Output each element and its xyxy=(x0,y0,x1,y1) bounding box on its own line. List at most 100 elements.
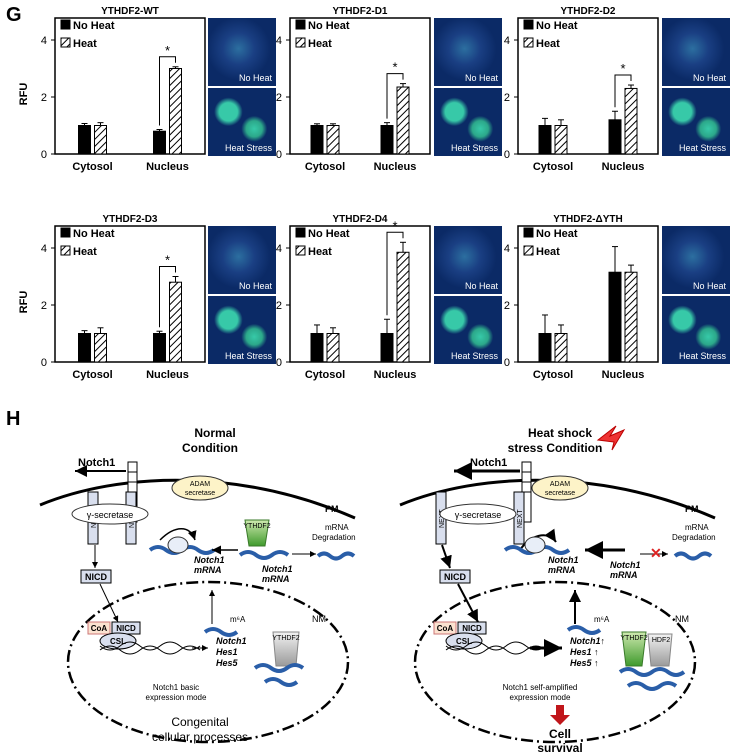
image-caption: No Heat xyxy=(464,281,498,291)
microscopy-heat-stress-2: Heat Stress xyxy=(434,88,502,156)
left-outcome-line2: cellular processes xyxy=(152,730,248,744)
image-caption: No Heat xyxy=(238,281,272,291)
left-title-line1: Normal xyxy=(194,426,235,440)
svg-text:NM: NM xyxy=(312,614,326,624)
legend-label: Heat xyxy=(73,246,97,258)
image-caption: No Heat xyxy=(692,281,726,291)
chart-frame xyxy=(289,225,431,363)
category-label: Cytosol xyxy=(305,369,345,381)
bar-no-heat-cytosol xyxy=(538,125,552,155)
legend-label: No Heat xyxy=(308,228,350,240)
y-tick-label: 0 xyxy=(41,357,47,369)
bar-no-heat-cytosol xyxy=(538,333,552,363)
bar-no-heat-nucleus xyxy=(380,333,394,363)
nuclear-membrane-right xyxy=(413,580,697,744)
legend-label: No Heat xyxy=(73,20,115,32)
microscopy-no-heat-1: No Heat xyxy=(208,18,276,86)
chart-title: YTHDF2-D2 xyxy=(560,6,615,17)
image-caption: No Heat xyxy=(238,73,272,83)
y-tick-label: 0 xyxy=(504,149,510,161)
svg-text:CSL: CSL xyxy=(456,637,472,646)
y-axis-label: RFU xyxy=(18,83,30,106)
svg-text:CSL: CSL xyxy=(110,637,126,646)
bar-heat-cytosol xyxy=(326,333,340,363)
svg-text:YTHDF2: YTHDF2 xyxy=(272,635,299,642)
image-caption: Heat Stress xyxy=(450,351,498,361)
bar-heat-nucleus xyxy=(624,271,638,363)
svg-text:NICD: NICD xyxy=(85,572,107,582)
notch1-label-left: Notch1 xyxy=(78,457,115,469)
down-arrow-icon xyxy=(550,705,570,725)
svg-text:mRNA: mRNA xyxy=(194,565,222,575)
panel-label-g: G xyxy=(6,4,22,26)
svg-text:CoA: CoA xyxy=(91,624,108,633)
svg-text:survival: survival xyxy=(537,741,582,755)
legend-label: No Heat xyxy=(536,20,578,32)
svg-text:NM: NM xyxy=(675,614,689,624)
bar-heat-cytosol xyxy=(94,125,107,155)
category-label: Nucleus xyxy=(602,369,645,381)
svg-text:Cell: Cell xyxy=(549,727,571,741)
significance-bracket xyxy=(386,73,404,119)
y-tick-label: 2 xyxy=(276,300,282,312)
y-tick-label: 2 xyxy=(504,300,510,312)
y-tick-label: 4 xyxy=(41,243,47,255)
image-caption: No Heat xyxy=(464,73,498,83)
svg-text:Notch1: Notch1 xyxy=(262,564,293,574)
svg-text:Hes5: Hes5 xyxy=(216,658,239,668)
bar-no-heat-nucleus xyxy=(608,271,622,363)
legend-label: Heat xyxy=(73,38,97,50)
svg-text:m⁶A: m⁶A xyxy=(230,615,246,624)
bar-no-heat-cytosol xyxy=(78,333,91,363)
microscopy-no-heat-5: No Heat xyxy=(434,226,502,294)
bar-no-heat-cytosol xyxy=(310,125,324,155)
svg-text:expression mode: expression mode xyxy=(146,693,207,702)
y-tick-label: 2 xyxy=(504,92,510,104)
bar-no-heat-nucleus xyxy=(153,333,166,363)
bar-no-heat-nucleus xyxy=(153,130,166,155)
chart-title: YTHDF2-D1 xyxy=(332,6,387,17)
legend-label: No Heat xyxy=(73,228,115,240)
y-tick-label: 2 xyxy=(41,92,47,104)
svg-text:CoA: CoA xyxy=(437,624,454,633)
svg-text:Notch1 self-amplified: Notch1 self-amplified xyxy=(503,683,578,692)
microscopy-no-heat-2: No Heat xyxy=(434,18,502,86)
left-outcome-line1: Congenital xyxy=(171,715,228,729)
svg-text:mRNA: mRNA xyxy=(610,570,638,580)
svg-text:secretase: secretase xyxy=(545,490,575,497)
svg-text:Notch1↑: Notch1↑ xyxy=(570,636,605,646)
svg-text:YTHDF2: YTHDF2 xyxy=(620,635,647,642)
legend-swatch xyxy=(60,19,71,30)
bar-heat-nucleus xyxy=(396,86,410,155)
legend-swatch xyxy=(523,19,534,30)
svg-text:NICD: NICD xyxy=(462,624,482,633)
legend-swatch xyxy=(60,245,71,256)
svg-text:mRNA: mRNA xyxy=(262,574,290,584)
svg-text:Hes1 ↑: Hes1 ↑ xyxy=(570,647,599,657)
y-tick-label: 4 xyxy=(276,35,282,47)
bar-no-heat-cytosol xyxy=(310,333,324,363)
y-tick-label: 2 xyxy=(276,92,282,104)
panel-label-h: H xyxy=(6,408,21,430)
legend-swatch xyxy=(295,19,306,30)
ythdf2-nuclear-right xyxy=(621,631,647,667)
bar-heat-cytosol xyxy=(94,333,107,363)
lightning-bolt-icon xyxy=(596,425,626,451)
image-caption: No Heat xyxy=(692,73,726,83)
svg-text:Notch1: Notch1 xyxy=(216,636,247,646)
adam-secretase-left xyxy=(171,475,229,501)
legend-swatch xyxy=(60,37,71,48)
legend-swatch xyxy=(523,37,534,48)
y-tick-label: 0 xyxy=(41,149,47,161)
svg-text:Hes1: Hes1 xyxy=(216,647,238,657)
chart-title: YTHDF2-ΔYTH xyxy=(553,214,622,225)
svg-text:γ-secretase: γ-secretase xyxy=(87,510,134,520)
chart-frame xyxy=(54,17,206,155)
image-caption: Heat Stress xyxy=(224,351,272,361)
dna-left xyxy=(99,645,201,655)
microscopy-heat-stress-1: Heat Stress xyxy=(208,88,276,156)
right-title-line1: Heat shock xyxy=(528,426,592,440)
chart-frame xyxy=(289,17,431,155)
